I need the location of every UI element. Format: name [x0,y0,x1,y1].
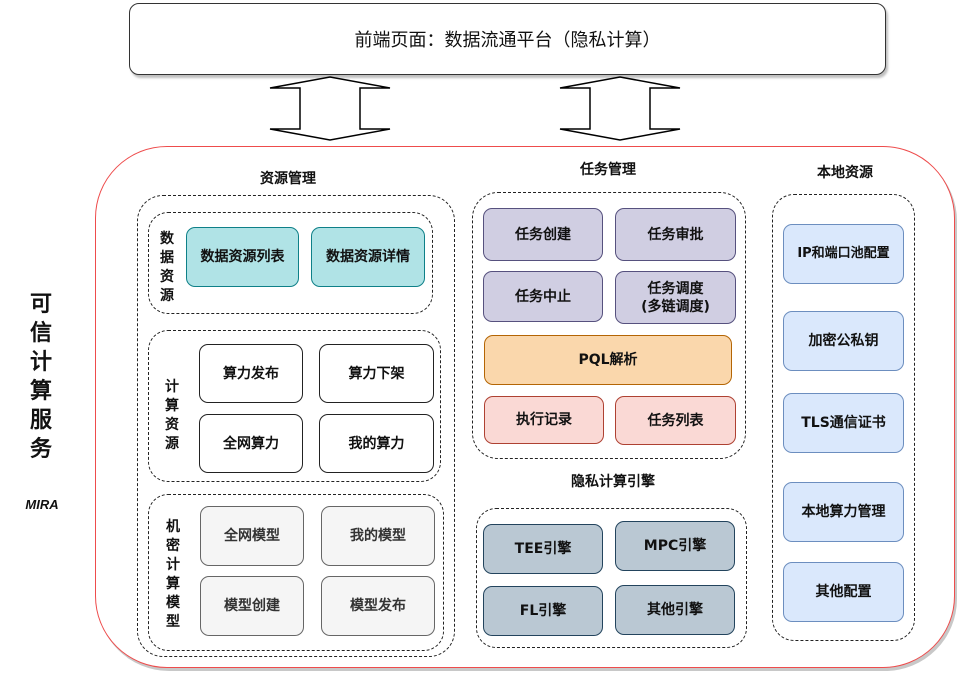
resource-management-title: 资源管理 [260,171,316,187]
tee-engine-button[interactable]: TEE引擎 [483,524,603,574]
label-char: 模 [166,595,180,611]
task-management-title: 任务管理 [580,162,636,178]
data-resource-list-button[interactable]: 数据资源列表 [186,227,299,287]
local-resources-group [772,194,915,641]
compute-resources-label: 计 算 资 源 [162,378,182,454]
fl-engine-button[interactable]: FL引擎 [483,586,603,636]
service-title-char: 计 [29,350,52,375]
service-title: 可 信 计 算 服 务 [28,290,54,464]
service-title-char: 算 [29,379,52,404]
task-approve-button[interactable]: 任务审批 [615,208,736,261]
arrow-shape [269,76,391,141]
ip-port-pool-config-button[interactable]: IP和端口池配置 [783,224,904,284]
privacy-engines-group [476,508,747,648]
data-resources-label: 数 据 资 源 [157,230,177,306]
tls-certificate-button[interactable]: TLS通信证书 [783,393,904,453]
label-char: 机 [166,519,180,535]
service-title-char: 务 [29,437,52,462]
service-title-char: 服 [29,408,52,433]
label-char: 密 [166,538,180,554]
label-char: 算 [165,398,179,414]
bidirectional-arrow-left [269,76,391,141]
label-char: 数 [160,231,174,247]
task-management-group [472,192,746,459]
data-resource-detail-button[interactable]: 数据资源详情 [311,227,425,287]
service-title-char: 信 [29,321,52,346]
service-title-char: 可 [29,292,52,317]
label-char: 源 [160,288,174,304]
network-models-button[interactable]: 全网模型 [200,506,304,566]
label-char: 源 [165,436,179,452]
task-schedule-label: 任务调度 [647,280,704,297]
compute-delist-button[interactable]: 算力下架 [319,344,434,403]
service-subtitle: MIRA [25,497,59,512]
confidential-models-group [148,494,444,651]
other-engine-button[interactable]: 其他引擎 [615,585,735,635]
mpc-engine-button[interactable]: MPC引擎 [615,521,735,571]
frontend-page-box: 前端页面：数据流通平台（隐私计算） [129,3,886,75]
pql-parse-button[interactable]: PQL解析 [484,335,732,385]
local-resources-title: 本地资源 [817,165,873,181]
network-compute-button[interactable]: 全网算力 [199,414,303,473]
resource-management-group [137,195,455,657]
task-abort-button[interactable]: 任务中止 [483,271,603,322]
compute-resources-group [148,330,441,482]
privacy-engines-title: 隐私计算引擎 [571,474,655,490]
compute-publish-button[interactable]: 算力发布 [199,344,303,403]
label-char: 型 [166,614,180,630]
task-list-button[interactable]: 任务列表 [615,396,736,445]
encryption-keypair-button[interactable]: 加密公私钥 [783,311,904,371]
my-models-button[interactable]: 我的模型 [321,506,435,566]
task-create-button[interactable]: 任务创建 [483,208,603,261]
label-char: 计 [166,557,180,573]
execution-records-button[interactable]: 执行记录 [484,396,604,444]
label-char: 资 [160,269,174,285]
my-compute-button[interactable]: 我的算力 [319,414,434,473]
local-compute-management-button[interactable]: 本地算力管理 [783,482,904,542]
model-publish-button[interactable]: 模型发布 [321,576,435,636]
other-config-button[interactable]: 其他配置 [783,562,904,622]
arrow-shape [559,76,681,141]
bidirectional-arrow-right [559,76,681,141]
model-create-button[interactable]: 模型创建 [200,576,304,636]
confidential-models-label: 机 密 计 算 模 型 [163,518,183,632]
label-char: 计 [165,379,179,395]
label-char: 资 [165,417,179,433]
task-schedule-button[interactable]: 任务调度 (多链调度) [615,271,736,324]
label-char: 据 [160,250,174,266]
task-schedule-sublabel: (多链调度) [641,298,710,315]
data-resources-group [148,212,433,314]
frontend-title: 前端页面：数据流通平台（隐私计算） [354,30,661,50]
label-char: 算 [166,576,180,592]
